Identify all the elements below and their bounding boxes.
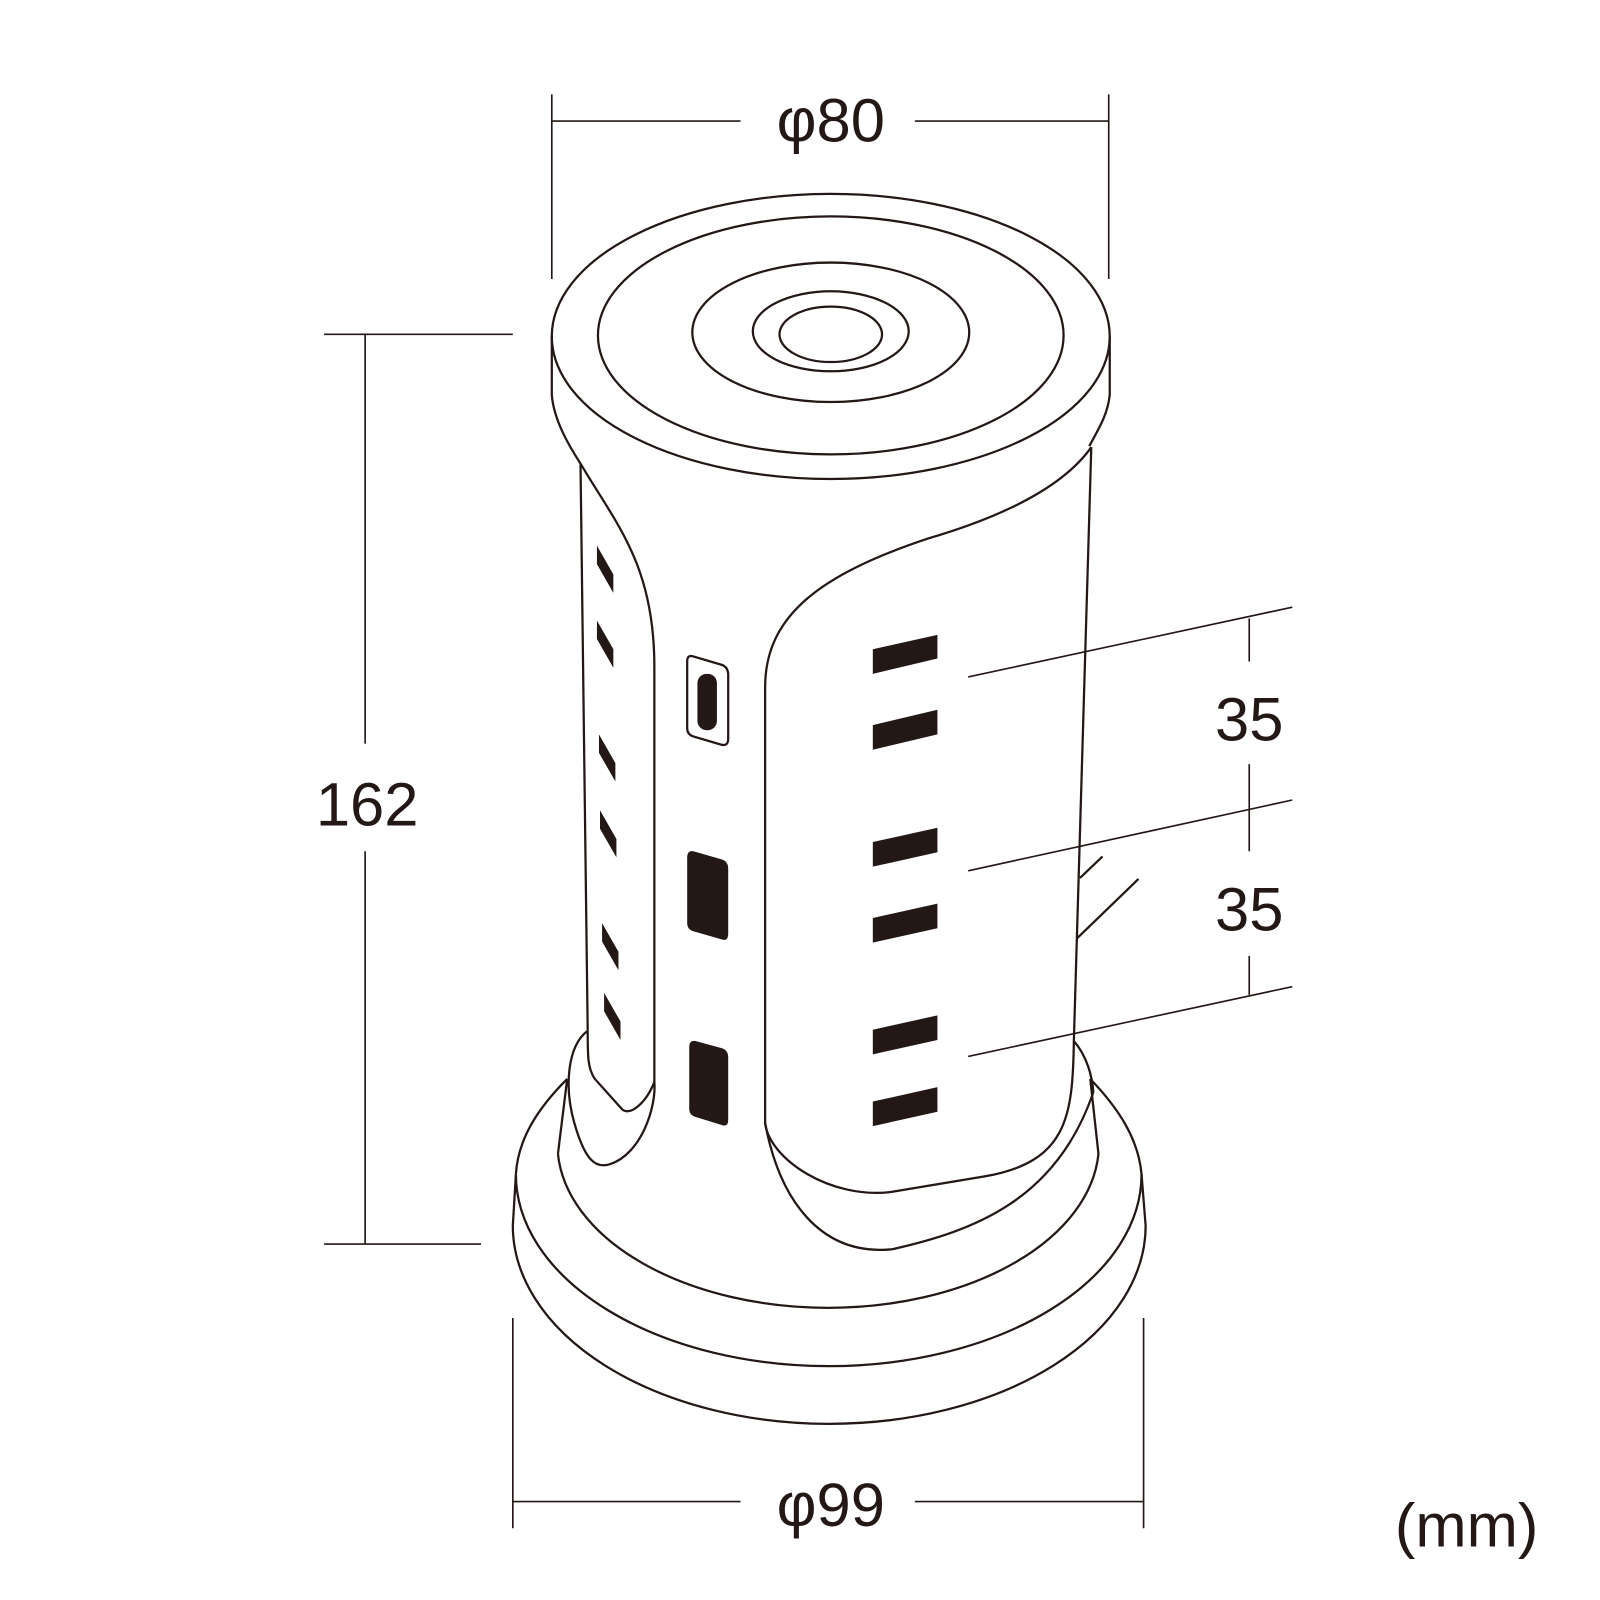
pitch-label-2: 35	[1215, 875, 1283, 944]
pitch-label-1: 35	[1215, 686, 1283, 755]
body	[567, 446, 1140, 1251]
usb-ports	[686, 654, 730, 1126]
height-label: 162	[316, 771, 419, 840]
height-dimension: 162	[316, 333, 513, 1245]
usb-a-port-1	[687, 851, 729, 940]
base-diameter-dimension: φ99	[511, 1317, 1145, 1540]
base	[511, 1078, 1147, 1426]
top-diameter-dimension: φ80	[550, 87, 1110, 279]
outlet-pitch-dimension: 35 35	[968, 606, 1293, 1058]
top-cap	[550, 192, 1111, 481]
outlets-front	[872, 634, 938, 1127]
usb-c-port	[686, 654, 730, 747]
base-diameter-label: φ99	[777, 1471, 885, 1540]
usb-c-slot	[697, 673, 717, 731]
usb-a-port-2	[689, 1040, 729, 1126]
unit-label: (mm)	[1395, 1492, 1538, 1561]
top-diameter-label: φ80	[777, 87, 885, 156]
outlets-side	[596, 545, 621, 1040]
